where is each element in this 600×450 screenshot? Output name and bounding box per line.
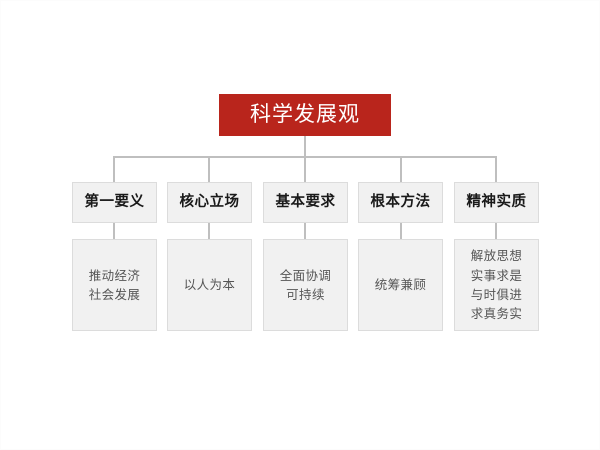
connector-drop-2 bbox=[208, 156, 210, 182]
root-node-science-development-concept[interactable]: 科学发展观 bbox=[219, 94, 391, 136]
leaf-node-1[interactable]: 推动经济 社会发展 bbox=[72, 239, 157, 331]
branch-node-4[interactable]: 根本方法 bbox=[358, 182, 443, 223]
leaf-node-4[interactable]: 统筹兼顾 bbox=[358, 239, 443, 331]
branch-node-4-label: 根本方法 bbox=[370, 194, 431, 211]
connector-branch-leaf-5 bbox=[495, 223, 497, 239]
connector-branch-leaf-2 bbox=[208, 223, 210, 239]
root-node-label: 科学发展观 bbox=[250, 102, 360, 127]
branch-node-2-label: 核心立场 bbox=[179, 194, 240, 211]
leaf-node-5-label: 解放思想 实事求是 与时俱进 求真务实 bbox=[470, 248, 523, 322]
connector-branch-leaf-1 bbox=[113, 223, 115, 239]
connector-drop-3 bbox=[304, 156, 306, 182]
connector-drop-1 bbox=[113, 156, 115, 182]
leaf-node-2[interactable]: 以人为本 bbox=[167, 239, 252, 331]
connector-root-stem bbox=[304, 136, 306, 157]
leaf-node-2-label: 以人为本 bbox=[183, 277, 236, 293]
leaf-node-3-label: 全面协调 可持续 bbox=[279, 267, 332, 302]
branch-node-5-label: 精神实质 bbox=[466, 194, 527, 211]
leaf-node-1-label: 推动经济 社会发展 bbox=[88, 267, 141, 302]
branch-node-3-label: 基本要求 bbox=[275, 194, 336, 211]
leaf-node-5[interactable]: 解放思想 实事求是 与时俱进 求真务实 bbox=[454, 239, 539, 331]
branch-node-3[interactable]: 基本要求 bbox=[263, 182, 348, 223]
connector-drop-4 bbox=[400, 156, 402, 182]
connector-branch-leaf-3 bbox=[304, 223, 306, 239]
leaf-node-3[interactable]: 全面协调 可持续 bbox=[263, 239, 348, 331]
branch-node-1-label: 第一要义 bbox=[84, 194, 145, 211]
branch-node-5[interactable]: 精神实质 bbox=[454, 182, 539, 223]
connector-branch-leaf-4 bbox=[400, 223, 402, 239]
branch-node-2[interactable]: 核心立场 bbox=[167, 182, 252, 223]
branch-node-1[interactable]: 第一要义 bbox=[72, 182, 157, 223]
connector-drop-5 bbox=[495, 156, 497, 182]
leaf-node-4-label: 统筹兼顾 bbox=[374, 277, 427, 293]
